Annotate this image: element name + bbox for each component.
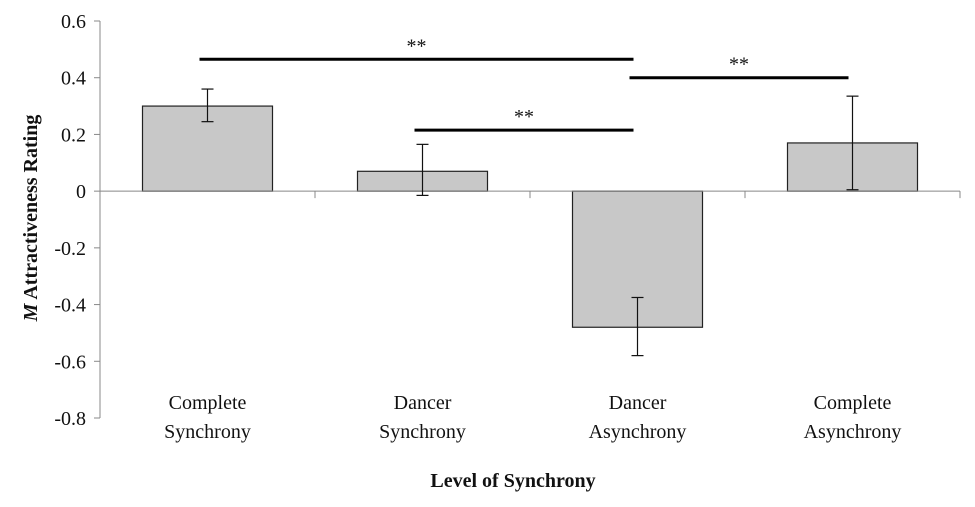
y-axis-title: M Attractiveness Rating: [20, 115, 42, 323]
error-bars: [201, 88, 859, 357]
x-tick-label-line: Asynchrony: [589, 421, 687, 443]
x-tick-label-line: Dancer: [609, 392, 667, 414]
y-tick-label: -0.8: [54, 408, 86, 430]
x-tick-label-line: Asynchrony: [804, 421, 902, 443]
y-tick-label: 0.2: [61, 124, 86, 146]
y-tick-label: -0.4: [54, 295, 86, 317]
y-axis-title-m: M: [20, 302, 42, 322]
x-axis-title: Level of Synchrony: [430, 470, 595, 492]
y-tick-label: -0.6: [54, 351, 86, 373]
y-tick-label: 0: [76, 181, 86, 203]
significance-label: **: [514, 106, 534, 128]
y-tick-label: 0.6: [61, 11, 86, 33]
x-tick-label-line: Complete: [814, 392, 892, 414]
y-tick-label: -0.2: [54, 238, 86, 260]
y-axis-title-rest: Attractiveness Rating: [20, 115, 42, 304]
x-axis: [99, 190, 961, 199]
significance-label: **: [407, 35, 427, 57]
x-tick-label-line: Synchrony: [379, 421, 466, 443]
x-tick-label-line: Complete: [169, 392, 247, 414]
bars: [141, 105, 919, 328]
x-tick-label-line: Dancer: [394, 392, 452, 414]
y-tick-label: 0.4: [61, 68, 86, 90]
y-axis: -0.8 -0.6 -0.4 -0.2 0 0.2 0.4 0.6: [54, 11, 101, 430]
significance-label: **: [729, 54, 749, 76]
significance-brackets: ** ** **: [199, 35, 849, 132]
x-tick-label-line: Synchrony: [164, 421, 251, 443]
